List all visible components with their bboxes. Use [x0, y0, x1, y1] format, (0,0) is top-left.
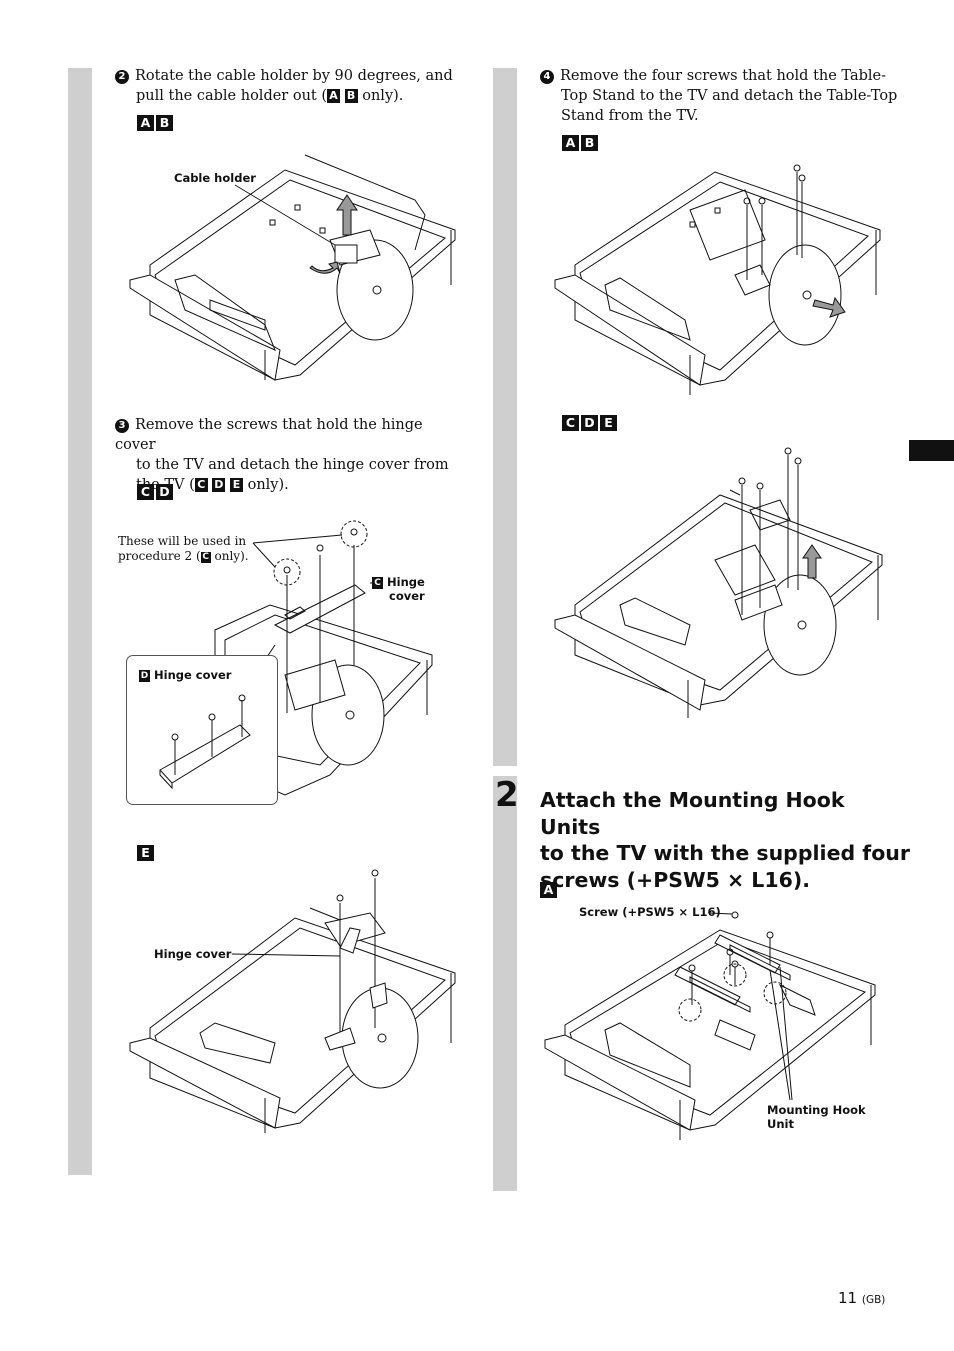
screw-label: Screw (+PSW5 × L16)	[579, 905, 721, 919]
page-number: 11 (GB)	[838, 1289, 886, 1307]
screws-reuse-note: These will be used in procedure 2 (C onl…	[118, 534, 249, 563]
step-bar-right-top	[493, 68, 517, 766]
step-bar-left	[68, 68, 92, 1175]
main-step-heading: Attach the Mounting Hook Units to the TV…	[540, 788, 910, 892]
step-bar-right-bottom	[493, 776, 517, 1191]
illustration-cable-holder	[125, 150, 465, 390]
main-step-number: 2	[495, 775, 519, 815]
hinge-cover-d-inset	[126, 655, 278, 805]
substep-4-number: 4	[540, 70, 554, 84]
illustration-table-top-stand-ab	[550, 160, 890, 400]
substep-3-e-letter: E	[137, 845, 154, 861]
illustration-table-top-stand-cde	[550, 440, 890, 725]
section-edge-tab	[909, 440, 954, 461]
substep-2-number: 2	[115, 70, 129, 84]
hinge-cover-e-label: Hinge cover	[154, 947, 232, 961]
illustration-hinge-cover-e	[125, 868, 465, 1138]
main-step-model-letter: A	[540, 882, 557, 898]
illustration-mounting-hook-units	[540, 905, 885, 1145]
cable-holder-label: Cable holder	[174, 171, 256, 185]
mounting-hook-label: Mounting Hook Unit	[767, 1103, 866, 1131]
illustration-hinge-cover-d	[150, 695, 260, 795]
substep-3-number: 3	[115, 419, 129, 433]
